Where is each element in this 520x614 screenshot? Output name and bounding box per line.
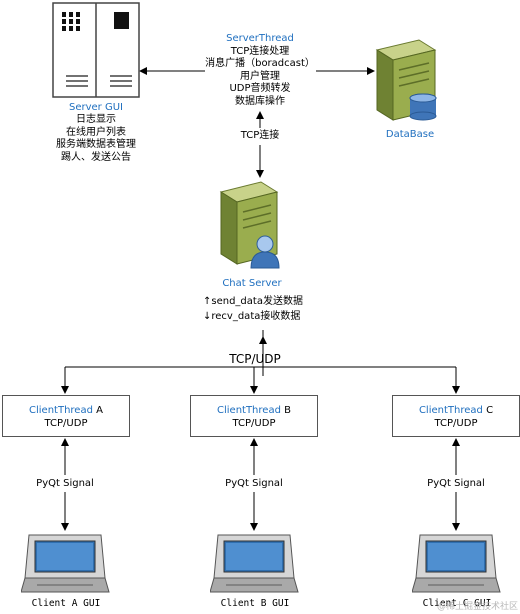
server-gui-functions: 日志显示 在线用户列表 服务端数据表管理 踢人、发送公告 — [35, 114, 157, 164]
client-thread-box-b: ClientThread B TCP/UDP — [190, 395, 318, 437]
client-letter: B — [284, 405, 291, 416]
database-label: DataBase — [385, 129, 435, 140]
server-thread-line: UDP音频转发 — [229, 83, 291, 94]
server-gui-line: 在线用户列表 — [66, 126, 126, 138]
client-thread-name: ClientThread — [418, 405, 483, 416]
server-gui-label: Server GUI — [69, 102, 123, 113]
client-b-gui-label: Client B GUI — [220, 598, 290, 609]
server-gui-line: 踢人、发送公告 — [61, 151, 131, 163]
server-thread-label: ServerThread — [226, 33, 294, 44]
tcp-udp-bus-label: TCP/UDP — [229, 352, 281, 366]
client-letter: C — [486, 405, 494, 416]
client-thread-title: ClientThread B — [191, 404, 317, 417]
client-protocol: TCP/UDP — [232, 418, 276, 429]
client-thread-name: ClientThread — [217, 405, 281, 416]
client-c-computer-icon — [412, 534, 501, 593]
client-protocol: TCP/UDP — [44, 418, 88, 429]
server-gui-line: 服务端数据表管理 — [56, 139, 136, 150]
chat-server-label: Chat Server — [222, 278, 282, 289]
client-c-gui-label: Client C GUI — [422, 598, 492, 609]
client-thread-box-c: ClientThread C TCP/UDP — [392, 395, 520, 437]
server-gui-line: 日志显示 — [76, 114, 116, 125]
client-thread-title: ClientThread C — [393, 404, 519, 417]
server-thread-block: ServerThread TCP连接处理 消息广播（boradcast） 用户管… — [190, 33, 330, 108]
client-b-computer-icon — [210, 534, 299, 593]
send-data-line: ↑send_data发送数据 — [203, 296, 303, 307]
server-thread-line: 用户管理 — [240, 70, 280, 82]
client-a-gui-label: Client A GUI — [31, 598, 101, 609]
client-thread-name: ClientThread — [29, 405, 93, 416]
server-thread-line: TCP连接处理 — [230, 45, 290, 57]
client-protocol: TCP/UDP — [434, 418, 478, 429]
pyqt-signal-label-a: PyQt Signal — [25, 478, 105, 491]
server-thread-line: 消息广播（boradcast） — [205, 58, 315, 69]
chat-server-io: ↑send_data发送数据 ↓recv_data接收数据 — [203, 296, 333, 323]
client-a-computer-icon — [21, 534, 110, 593]
client-letter: A — [96, 405, 103, 416]
tcp-link-label: TCP连接 — [220, 130, 300, 143]
pyqt-signal-label-b: PyQt Signal — [214, 478, 294, 491]
chat-server-icon — [219, 181, 280, 269]
client-thread-box-a: ClientThread A TCP/UDP — [2, 395, 130, 437]
client-thread-title: ClientThread A — [3, 404, 129, 417]
server-thread-line: 数据库操作 — [235, 95, 285, 107]
watermark: @稀土掘金技术社区 — [436, 602, 518, 612]
server-rack-icon — [52, 2, 140, 98]
database-server-icon — [375, 39, 437, 121]
pyqt-signal-label-c: PyQt Signal — [416, 478, 496, 491]
recv-data-line: ↓recv_data接收数据 — [203, 310, 301, 322]
